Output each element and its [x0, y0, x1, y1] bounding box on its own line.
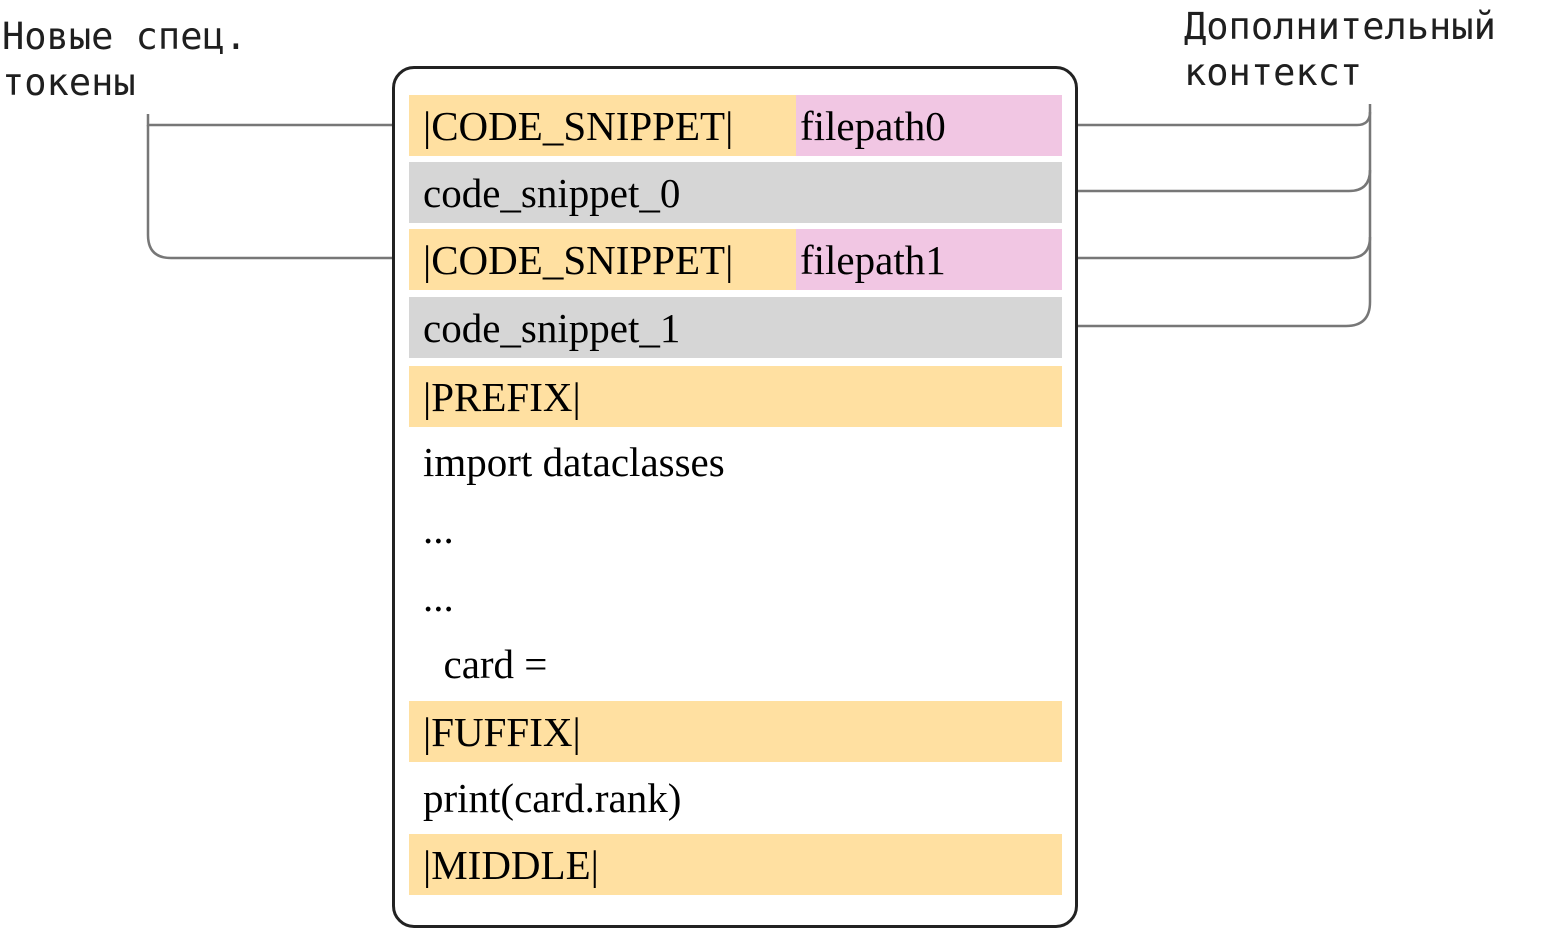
left-label-line-1: Новые спец.	[2, 15, 248, 58]
code-line-card-assignment: card =	[409, 633, 1062, 694]
code-line-ellipsis-1: ...	[409, 498, 1062, 559]
code-snippet-text: code_snippet_0	[409, 162, 1062, 223]
right-connector-to-row-3	[1072, 237, 1372, 328]
code-snippet-token: |CODE_SNIPPET|	[409, 229, 796, 290]
left-connector-to-row-2	[146, 125, 400, 260]
code-line-text: card =	[423, 640, 548, 687]
suffix-token: |FUFFIX|	[409, 701, 1062, 762]
token-row-code-snippet-0: |CODE_SNIPPET| filepath0	[409, 95, 1062, 156]
filepath-token: filepath1	[796, 229, 1062, 290]
code-snippet-token: |CODE_SNIPPET|	[409, 95, 796, 156]
new-special-tokens-label: Новые спец.токены	[2, 14, 247, 106]
code-line-text: print(card.rank)	[423, 774, 682, 821]
code-snippet-text: code_snippet_1	[409, 297, 1062, 358]
code-line-import: import dataclasses	[409, 431, 1062, 492]
right-label-line-2: контекст	[1184, 51, 1363, 94]
suffix-token-row: |FUFFIX|	[409, 701, 1062, 762]
filepath-token: filepath0	[796, 95, 1062, 156]
prefix-token-row: |PREFIX|	[409, 366, 1062, 427]
middle-token: |MIDDLE|	[409, 834, 1062, 895]
right-connector-to-row-0	[1072, 104, 1372, 127]
code-line-text: ...	[423, 573, 454, 620]
code-line-print: print(card.rank)	[409, 767, 1062, 828]
right-label-line-1: Дополнительный	[1184, 5, 1496, 48]
code-line-ellipsis-2: ...	[409, 566, 1062, 627]
prefix-token: |PREFIX|	[409, 366, 1062, 427]
middle-token-row: |MIDDLE|	[409, 834, 1062, 895]
left-label-line-2: токены	[2, 61, 136, 104]
code-snippet-row-0: code_snippet_0	[409, 162, 1062, 223]
right-connector-to-row-2	[1072, 170, 1372, 260]
code-snippet-row-1: code_snippet_1	[409, 297, 1062, 358]
left-connector-to-row-0	[146, 114, 400, 127]
code-line-text: ...	[423, 505, 454, 552]
token-row-code-snippet-1: |CODE_SNIPPET| filepath1	[409, 229, 1062, 290]
code-line-text: import dataclasses	[423, 438, 725, 485]
